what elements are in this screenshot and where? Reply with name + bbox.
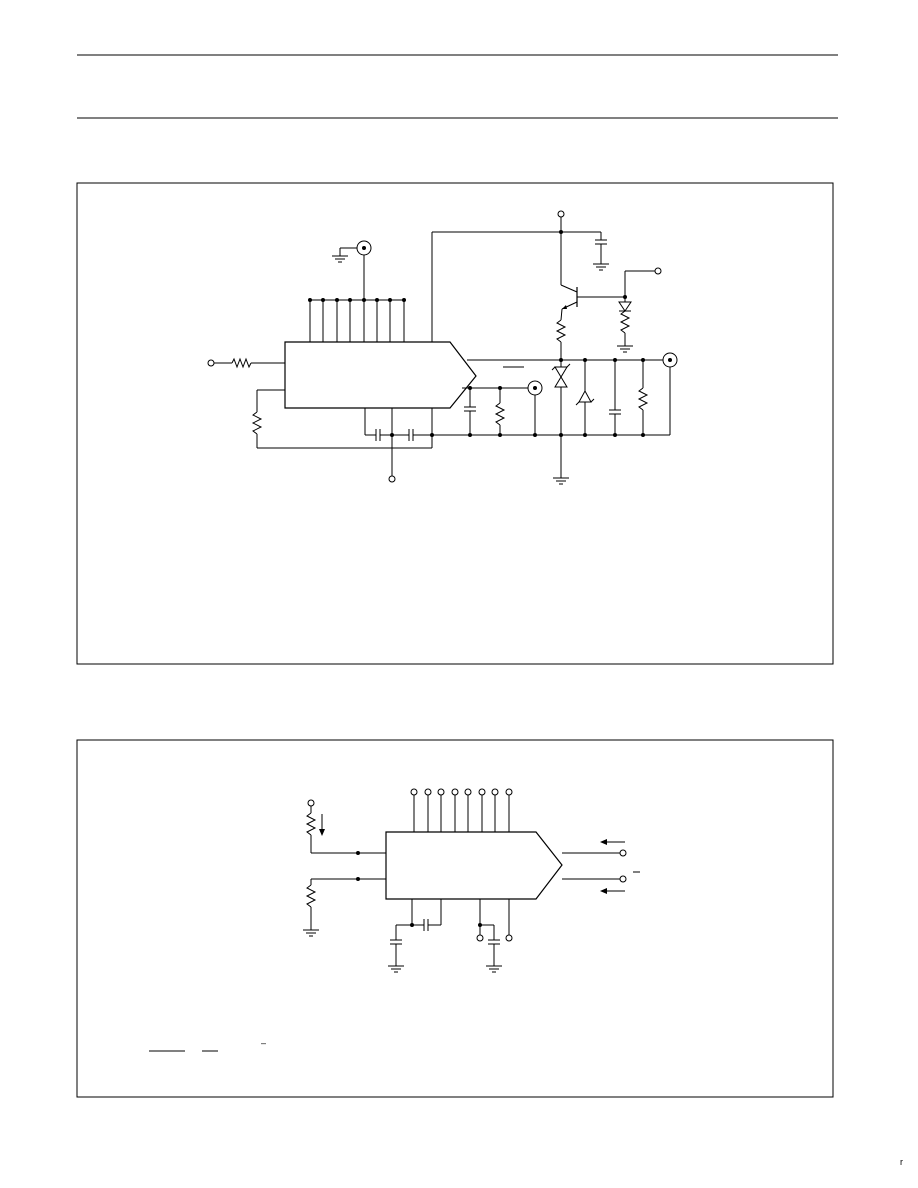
ground-icon [486,965,502,973]
bottom-terminal [476,934,484,942]
ground-icon [332,248,348,263]
ground-icon [303,929,319,937]
resistor-icon [619,310,631,334]
output-terminal [619,849,627,857]
capacitor-icon [488,939,500,945]
diode-icon [618,301,632,312]
resistor-icon [637,387,649,411]
page-corner-mark: r [900,1157,903,1167]
ground-icon [553,477,569,485]
figure-2-schematic: – [149,788,640,1052]
supply-terminal [557,210,565,218]
figure-1-frame [76,182,834,665]
bias-terminal [654,267,662,275]
capacitor-icon [595,239,607,245]
zener-diode-icon [551,363,571,388]
capacitor-icon [609,409,621,415]
formula-bar-glyph: – [261,1038,266,1048]
resistor-icon [231,357,252,369]
ground-icon [617,345,633,353]
capacitor-icon [375,429,381,441]
input-terminal [307,799,315,807]
input-terminal [207,359,215,367]
bottom-terminal [388,475,396,483]
capacitor-icon [390,939,402,945]
figure-2-frame [76,739,834,1098]
output-terminal [619,875,627,883]
pin-drops [308,298,406,342]
resistor-icon [305,812,317,836]
capacitor-icon [423,919,429,931]
arrow-left-icon [600,888,625,894]
pin-terminals [410,788,513,832]
capacitor-icon [464,406,476,412]
ground-icon [593,263,609,271]
formula-fragment: – [149,1038,266,1052]
capacitor-icon [408,429,414,441]
ground-icon [388,965,404,973]
figure-1-schematic [207,210,678,485]
arrow-left-icon [600,839,625,845]
resistor-icon [555,319,567,343]
transistor-icon [560,284,578,310]
ic-body-2 [385,831,563,900]
resistor-icon [305,884,317,908]
bottom-terminal [505,934,513,942]
resistor-icon [251,411,263,435]
resistor-icon [494,402,506,426]
ic-body-1 [284,341,477,409]
